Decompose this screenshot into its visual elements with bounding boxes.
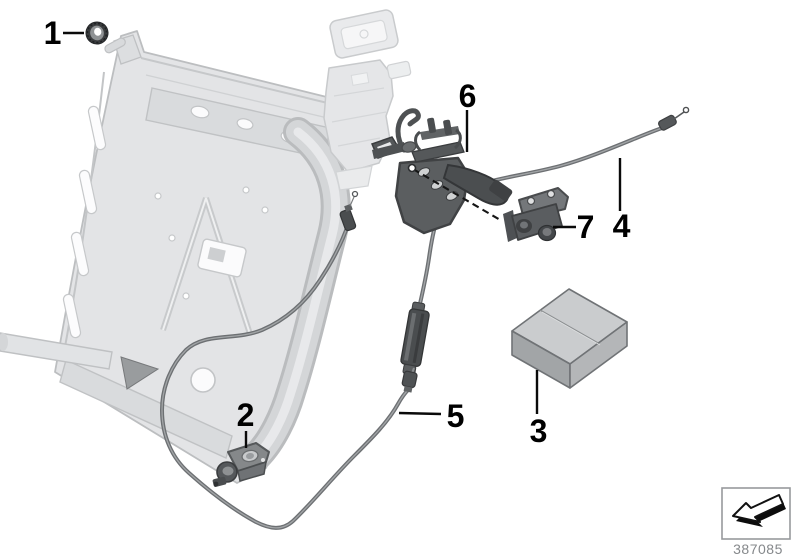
cable-end-fitting-icon bbox=[339, 190, 359, 232]
bowden-cable-lower bbox=[159, 190, 410, 530]
cable-end-ferrule-icon bbox=[658, 106, 690, 131]
mounting-bracket bbox=[503, 187, 569, 242]
doc-nav-box[interactable] bbox=[721, 487, 791, 540]
cable-adjuster bbox=[400, 301, 430, 393]
callout-7[interactable]: 7 bbox=[576, 209, 595, 245]
callout-4[interactable]: 4 bbox=[612, 208, 631, 244]
latch-mechanism bbox=[370, 108, 513, 235]
callout-3[interactable]: 3 bbox=[529, 413, 548, 449]
alignment-dashed-line bbox=[407, 163, 503, 222]
seat-backrest-frame-ghost bbox=[54, 30, 352, 484]
parts-kit-box bbox=[511, 288, 628, 389]
grommet bbox=[85, 21, 109, 45]
doc-number: 387085 bbox=[733, 541, 783, 557]
seat-pivot-bar-ghost bbox=[0, 332, 160, 390]
callout-6[interactable]: 6 bbox=[458, 78, 477, 114]
callout-2[interactable]: 2 bbox=[236, 397, 255, 433]
cable-clamp-bracket bbox=[212, 442, 270, 487]
callout-1[interactable]: 1 bbox=[43, 15, 62, 51]
leader-lines bbox=[63, 31, 622, 448]
page-back-arrow-icon bbox=[732, 494, 786, 527]
callout-5[interactable]: 5 bbox=[446, 398, 465, 434]
